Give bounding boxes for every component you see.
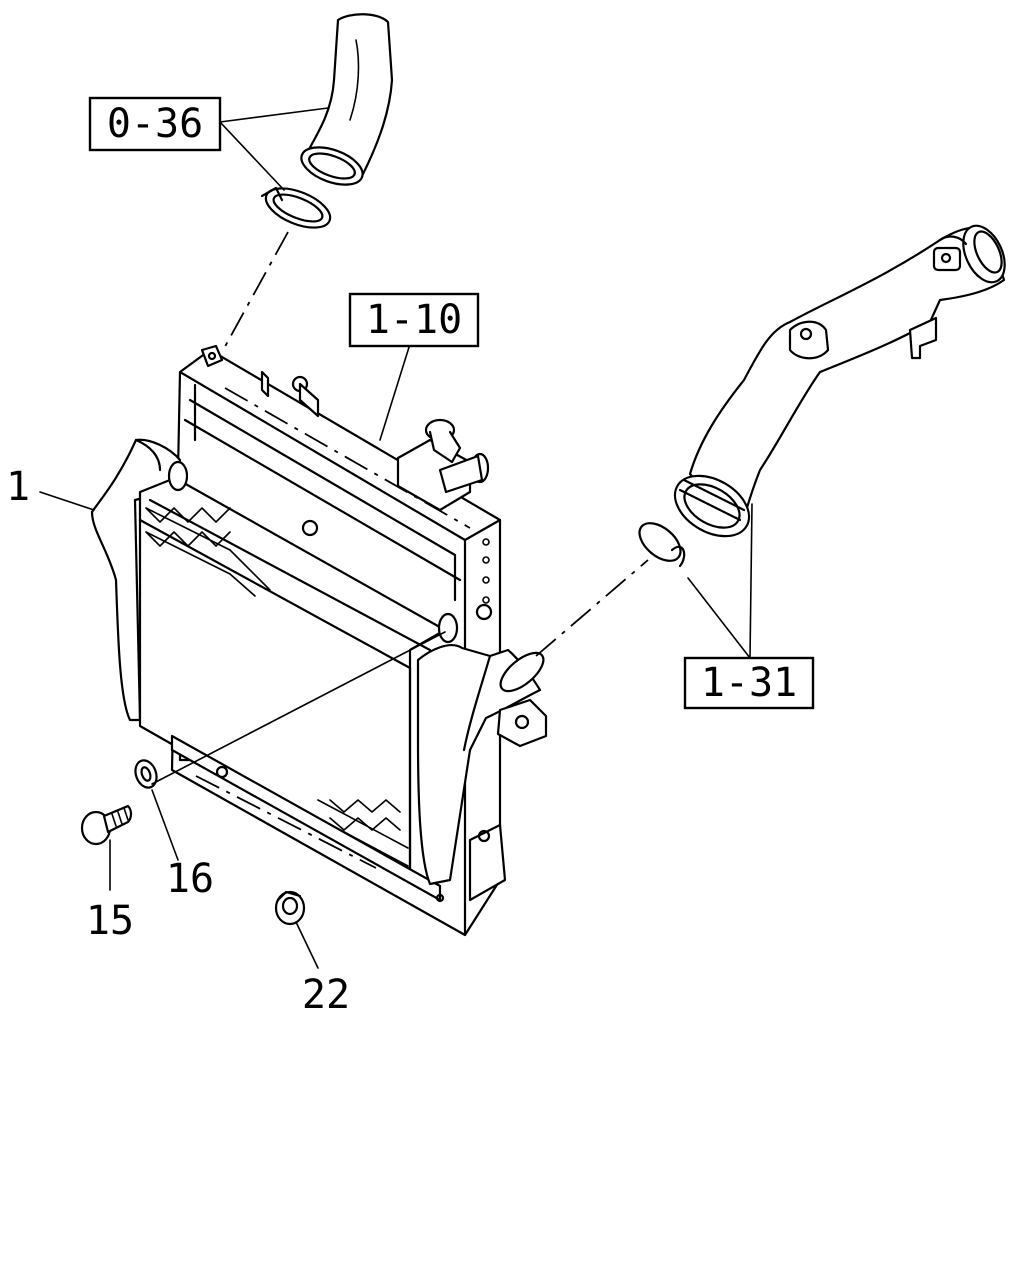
callout-1-10: 1-10 (348, 292, 480, 348)
part-number-22: 22 (302, 972, 350, 1018)
callout-1-31-text: 1-31 (701, 660, 797, 706)
intercooler (90, 438, 548, 903)
nut-part (274, 890, 306, 926)
leader-lines (39, 107, 753, 969)
right-hose (673, 224, 1006, 538)
part-number-16: 16 (166, 856, 214, 902)
callout-1-10-box (348, 292, 480, 348)
callout-0-36: 0-36 (88, 96, 222, 152)
upper-hose-clamp (260, 186, 332, 229)
part-number-15: 15 (86, 898, 134, 944)
washer-part (134, 759, 158, 789)
hose-seal-ring (638, 522, 686, 568)
upper-hose (300, 13, 394, 186)
callout-1-31: 1-31 (683, 656, 815, 710)
part-number-1: 1 (6, 464, 30, 510)
bolt-part (80, 804, 133, 846)
callout-1-31-box (683, 656, 815, 710)
callout-0-36-box (88, 96, 222, 152)
assembly-center-lines (195, 231, 649, 869)
callout-0-36-text: 0-36 (107, 101, 203, 147)
callout-1-10-text: 1-10 (366, 297, 462, 343)
